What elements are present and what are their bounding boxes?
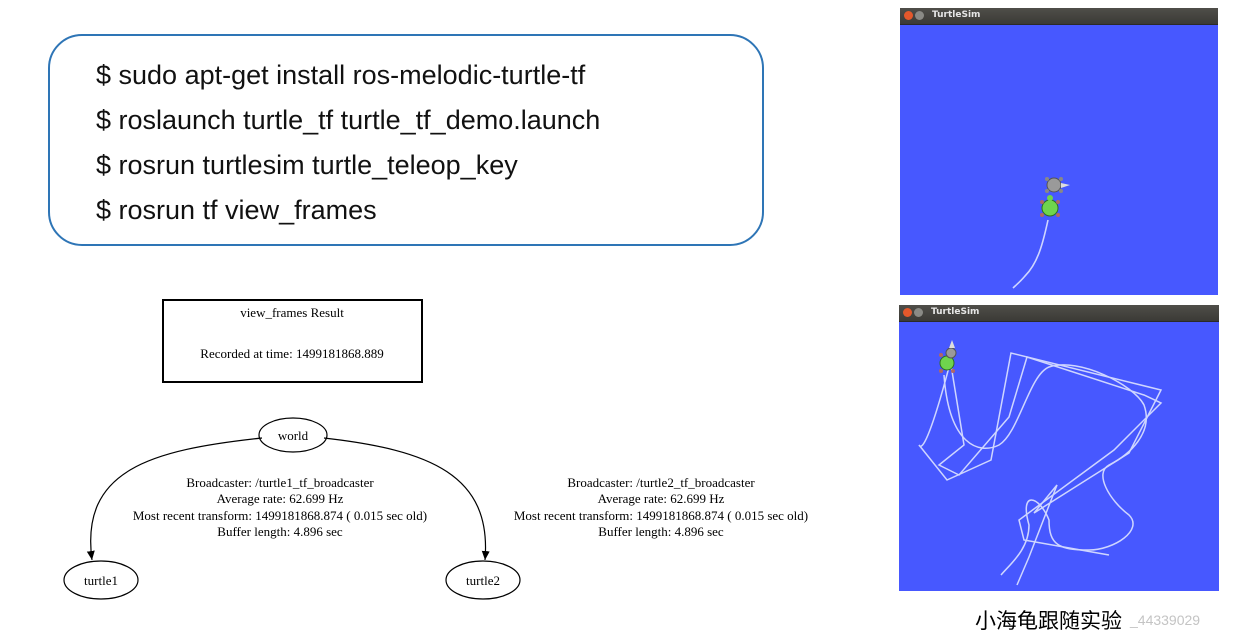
window-minimize-icon[interactable]: [915, 11, 924, 20]
node-turtle2: [445, 560, 521, 600]
edge2-rate: Average rate: 62.699 Hz: [598, 491, 725, 506]
command-line-4: $ rosrun tf view_frames: [96, 195, 377, 225]
window-close-icon[interactable]: [903, 308, 912, 317]
watermark: _44339029: [1130, 612, 1201, 628]
command-line-2: $ roslaunch turtle_tf turtle_tf_demo.lau…: [96, 105, 601, 135]
turtlesim-window-2[interactable]: TurtleSim: [899, 305, 1219, 591]
edge1-recent: Most recent transform: 1499181868.874 ( …: [133, 508, 427, 523]
tf-frames-diagram: view_frames Result Recorded at time: 149…: [63, 299, 808, 600]
edge-turtle1-label: Broadcaster: /turtle1_tf_broadcaster Ave…: [133, 475, 427, 539]
turtle-green-icon: [1040, 195, 1060, 217]
window-minimize-icon[interactable]: [914, 308, 923, 317]
edge1-rate: Average rate: 62.699 Hz: [217, 491, 344, 506]
node-turtle1-label: turtle1: [84, 573, 118, 588]
trail-path: [1012, 219, 1049, 289]
turtle-gray-icon: [945, 340, 957, 359]
window-1-titlebar[interactable]: TurtleSim: [900, 8, 1218, 25]
window-close-icon[interactable]: [904, 11, 913, 20]
command-box: $ sudo apt-get install ros-melodic-turtl…: [48, 34, 764, 246]
result-recorded: Recorded at time: 1499181868.889: [200, 346, 383, 361]
edge1-broadcaster: Broadcaster: /turtle1_tf_broadcaster: [186, 475, 374, 490]
node-world: [258, 417, 328, 453]
edge-world-turtle1: [86, 437, 263, 561]
turtlesim-window-1[interactable]: TurtleSim: [900, 8, 1218, 295]
window-1-title: TurtleSim: [932, 10, 981, 20]
window-2-title: TurtleSim: [931, 307, 980, 317]
edge-world-turtle2: [323, 437, 490, 561]
node-turtle1: [63, 560, 139, 600]
result-box: [162, 299, 423, 383]
edge2-buffer: Buffer length: 4.896 sec: [598, 524, 724, 539]
turtlesim-canvas-2: [918, 340, 1163, 586]
trail-paths: [918, 352, 1163, 586]
edge1-buffer: Buffer length: 4.896 sec: [217, 524, 343, 539]
turtle-gray-icon: [1045, 177, 1070, 193]
window-2-titlebar[interactable]: TurtleSim: [899, 305, 1219, 322]
command-line-3: $ rosrun turtlesim turtle_teleop_key: [96, 150, 518, 180]
caption: 小海龟跟随实验: [975, 609, 1122, 633]
result-title: view_frames Result: [240, 305, 344, 320]
edge-turtle2-label: Broadcaster: /turtle2_tf_broadcaster Ave…: [514, 475, 808, 539]
command-line-1: $ sudo apt-get install ros-melodic-turtl…: [96, 60, 586, 90]
node-turtle2-label: turtle2: [466, 573, 500, 588]
turtlesim-canvas-1: [1012, 177, 1070, 289]
edge2-broadcaster: Broadcaster: /turtle2_tf_broadcaster: [567, 475, 755, 490]
node-world-label: world: [278, 428, 309, 443]
edge2-recent: Most recent transform: 1499181868.874 ( …: [514, 508, 808, 523]
